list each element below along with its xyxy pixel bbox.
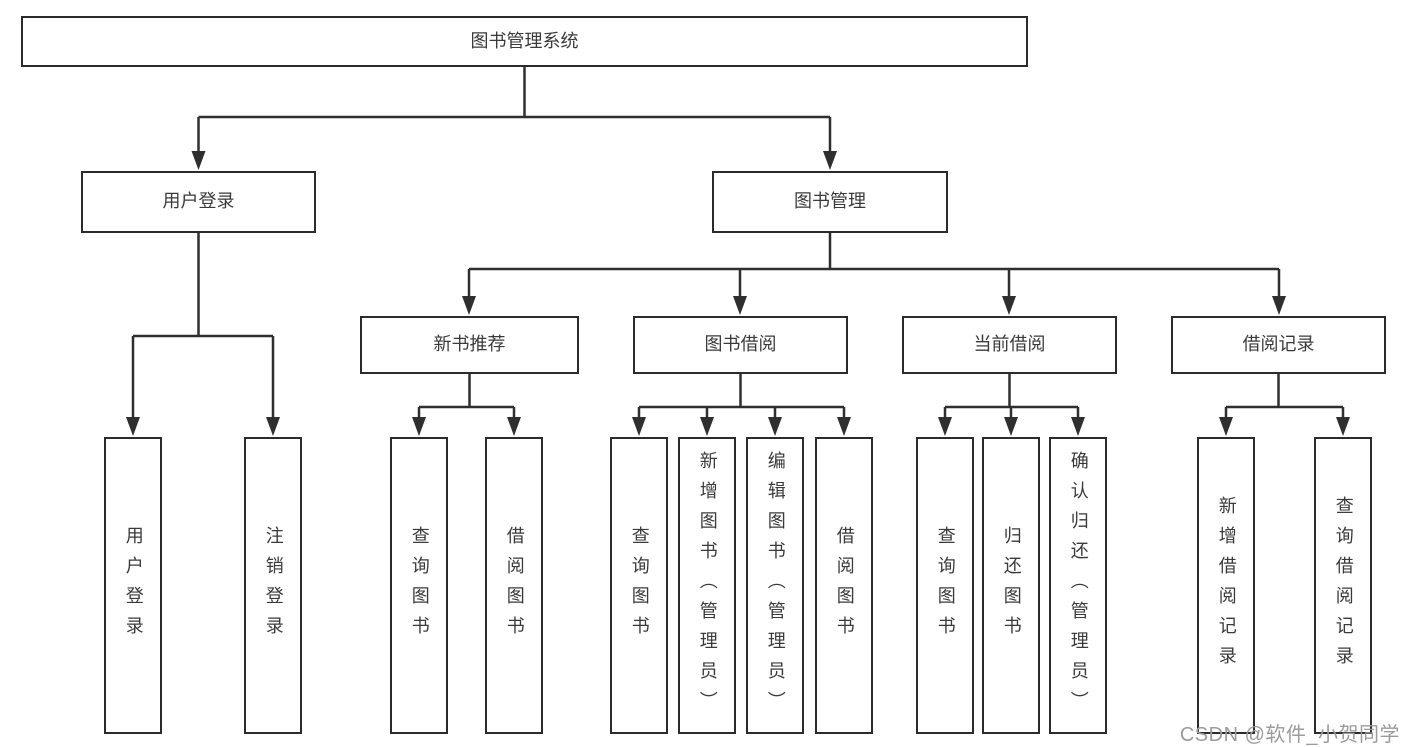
node-book-borrowing-label: 图书借阅 xyxy=(704,334,777,355)
leaf-add-borrow-record: 新增借阅记录 xyxy=(1197,437,1255,734)
leaf-query-borrow-record: 查询借阅记录 xyxy=(1314,437,1372,734)
node-book-management-label: 图书管理 xyxy=(794,191,866,212)
arrowheads xyxy=(126,151,1350,436)
node-borrowing-records-label: 借阅记录 xyxy=(1242,334,1315,355)
node-borrowing-records: 借阅记录 xyxy=(1171,316,1386,374)
leaf-user-login: 用户登录 xyxy=(104,437,162,734)
node-library-system-label: 图书管理系统 xyxy=(470,30,579,51)
leaf-confirm-return-admin-label: 确认归还（管理员） xyxy=(1068,450,1089,721)
leaf-borrow-books-borrowing: 借阅图书 xyxy=(815,437,873,734)
node-library-system: 图书管理系统 xyxy=(21,16,1028,67)
leaf-return-book: 归还图书 xyxy=(982,437,1040,734)
node-new-book-recommend-label: 新书推荐 xyxy=(433,334,506,355)
node-book-management: 图书管理 xyxy=(712,171,948,233)
leaf-logout-label: 注销登录 xyxy=(263,525,284,646)
csdn-watermark: CSDN @软件_小贺同学 xyxy=(1179,724,1400,746)
leaf-query-books-recommend-label: 查询图书 xyxy=(409,525,430,646)
node-user-login: 用户登录 xyxy=(81,171,316,233)
leaf-borrow-books-recommend-label: 借阅图书 xyxy=(504,525,525,646)
connector-paths xyxy=(131,67,1345,421)
leaf-edit-book-admin: 编辑图书（管理员） xyxy=(746,437,804,734)
node-user-login-label: 用户登录 xyxy=(162,191,235,212)
leaf-add-borrow-record-label: 新增借阅记录 xyxy=(1216,495,1237,676)
leaf-edit-book-admin-label: 编辑图书（管理员） xyxy=(765,450,786,721)
node-current-borrowing: 当前借阅 xyxy=(902,316,1117,374)
leaf-query-books-current: 查询图书 xyxy=(916,437,974,734)
leaf-query-books-borrowing-label: 查询图书 xyxy=(629,525,650,646)
node-current-borrowing-label: 当前借阅 xyxy=(973,334,1046,355)
node-new-book-recommend: 新书推荐 xyxy=(360,316,579,374)
leaf-query-borrow-record-label: 查询借阅记录 xyxy=(1333,495,1354,676)
leaf-confirm-return-admin: 确认归还（管理员） xyxy=(1049,437,1107,734)
node-book-borrowing: 图书借阅 xyxy=(633,316,848,374)
leaf-borrow-books-recommend: 借阅图书 xyxy=(485,437,543,734)
leaf-borrow-books-borrowing-label: 借阅图书 xyxy=(834,525,855,646)
leaf-query-books-recommend: 查询图书 xyxy=(390,437,448,734)
leaf-query-books-current-label: 查询图书 xyxy=(935,525,956,646)
leaf-logout: 注销登录 xyxy=(244,437,302,734)
leaf-query-books-borrowing: 查询图书 xyxy=(610,437,668,734)
leaf-return-book-label: 归还图书 xyxy=(1001,525,1022,646)
leaf-user-login-label: 用户登录 xyxy=(123,525,144,646)
leaf-add-book-admin-label: 新增图书（管理员） xyxy=(697,450,718,721)
leaf-add-book-admin: 新增图书（管理员） xyxy=(678,437,736,734)
